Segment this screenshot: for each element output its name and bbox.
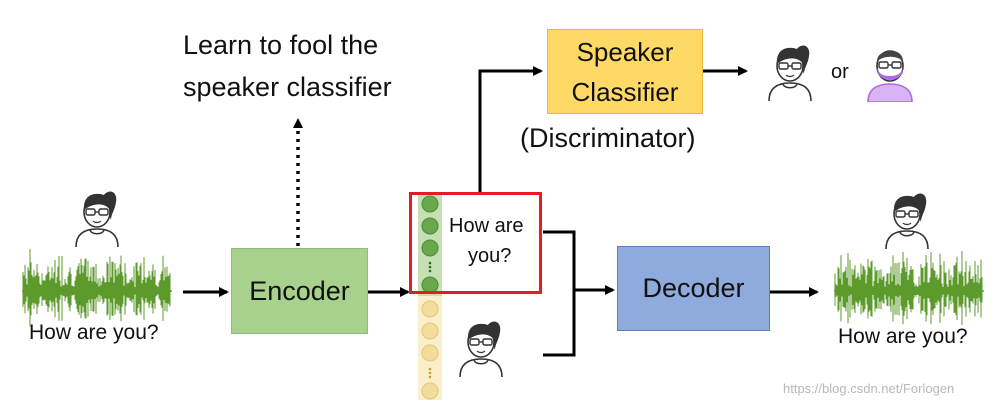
decoder-label: Decoder [642, 273, 745, 303]
female-speaker-icon [768, 45, 812, 102]
encoder-label: Encoder [249, 275, 350, 306]
content-ellipsis-dot [428, 269, 432, 273]
embedding-dots [421, 195, 439, 400]
female-speaker-icon [459, 321, 503, 378]
content-branch [543, 230, 576, 357]
classifier-path [478, 66, 543, 192]
or-label: or [831, 61, 849, 83]
input-caption: How are you? [29, 321, 159, 344]
input-waveform [22, 249, 172, 327]
output-caption: How are you? [838, 325, 968, 348]
output-waveform [834, 251, 984, 325]
encoder-box: Encoder [231, 248, 368, 334]
annotation-line2: speaker classifier [183, 72, 392, 102]
speaker-ellipsis-dot [428, 371, 432, 375]
female-speaker-icon [75, 191, 119, 248]
content-line1: How are [449, 215, 524, 237]
content-embedding-dot [421, 239, 439, 257]
content-line2: you? [468, 245, 512, 267]
speaker-embedding-dot [421, 300, 439, 318]
speaker-embedding-dot [421, 344, 439, 362]
content-embedding-dot [421, 195, 439, 213]
male-speaker-icon [867, 50, 913, 102]
decoder-box: Decoder [617, 246, 770, 331]
content-ellipsis-dot [428, 261, 432, 265]
content-embedding-dot [421, 217, 439, 235]
classifier-line1: Speaker [576, 36, 674, 67]
speaker-ellipsis-dot [428, 367, 432, 371]
content-highlight-box [409, 192, 542, 294]
watermark: https://blog.csdn.net/Forlogen [783, 381, 955, 396]
classifier-line2: Classifier [571, 76, 679, 107]
annotation-line1: Learn to fool the [183, 30, 379, 60]
content-ellipsis-dot [428, 265, 432, 269]
speaker-ellipsis-dot [428, 375, 432, 379]
speaker-embedding-dot [421, 382, 439, 400]
female-speaker-icon [885, 193, 929, 250]
discriminator-label: (Discriminator) [520, 123, 696, 153]
speaker-classifier-box: Speaker Classifier [547, 29, 703, 114]
speaker-embedding-dot [421, 322, 439, 340]
